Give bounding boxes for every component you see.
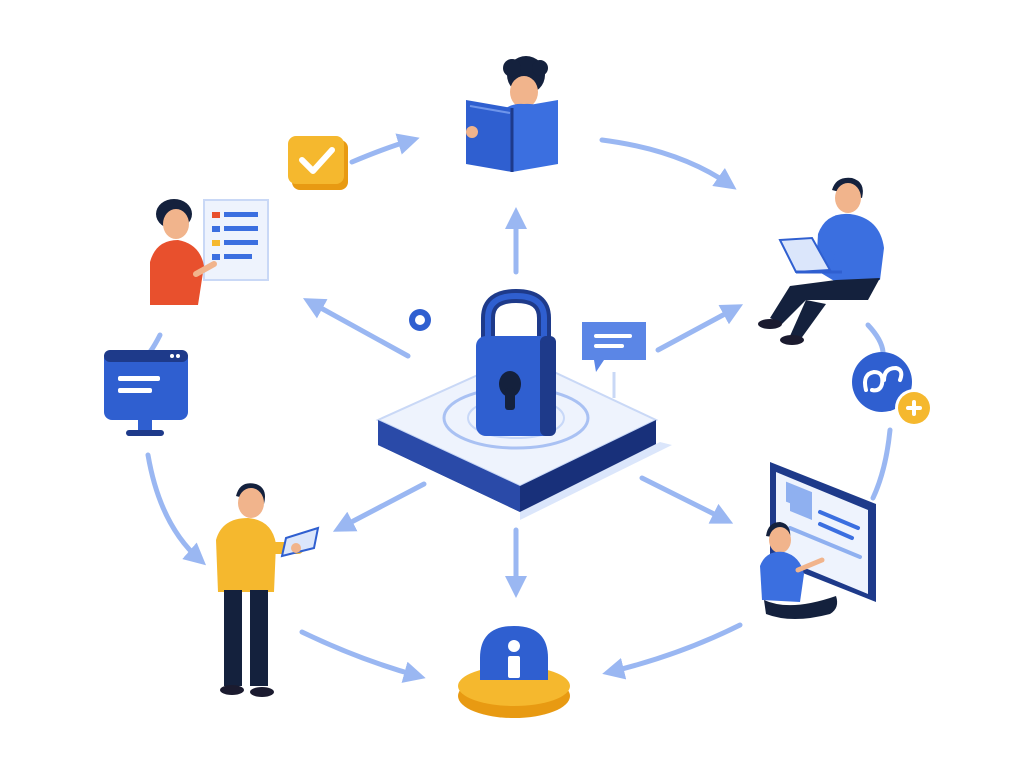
arrow-center-upright (655, 304, 744, 353)
arrow-check-to-book (349, 133, 420, 165)
arrow-center-upleft (302, 298, 411, 359)
standing-man-with-tablet (216, 483, 320, 697)
arrow-woman-to-monitor (147, 332, 163, 355)
plus-icon (906, 400, 922, 416)
padlock-icon (476, 288, 556, 436)
target-ring-icon (409, 309, 431, 331)
arrow-monitor-to-person (145, 452, 207, 566)
radial-arrows (302, 207, 744, 598)
chat-bubble-icon (582, 322, 646, 398)
arrow-laptop-person-to-link (865, 322, 886, 355)
arrow-person-to-info (299, 629, 426, 683)
link-icon (863, 365, 904, 393)
monitor-icon (104, 350, 188, 436)
arrow-center-downright (639, 475, 734, 524)
arrow-screen-to-info (602, 622, 743, 680)
arrow-book-to-laptop-person (599, 137, 737, 190)
link-badge (852, 352, 912, 412)
arrow-link-to-screen (870, 427, 893, 501)
cycle-arrows (145, 133, 893, 683)
arrow-center-downleft (332, 481, 427, 532)
info-platform (458, 626, 570, 718)
screen-with-sitting-woman (760, 462, 876, 619)
center-lock-platform (375, 288, 672, 520)
open-book-icon (466, 100, 558, 172)
plus-badge (895, 389, 933, 427)
sitting-man-with-laptop (758, 177, 884, 345)
reader-with-book (466, 56, 558, 172)
info-icon (480, 626, 548, 680)
woman-with-checklist (150, 199, 269, 305)
checkmark-icon (288, 136, 348, 190)
